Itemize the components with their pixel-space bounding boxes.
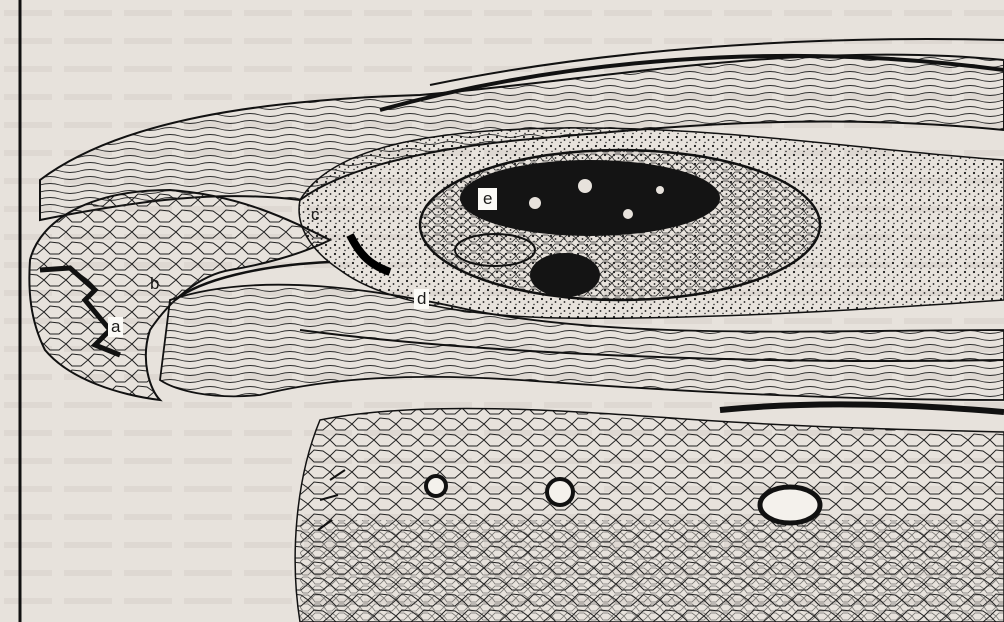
vessel-2 [547,479,573,505]
dark-lumen [460,160,720,236]
vessel-1 [426,476,446,496]
dark-nucleus [530,253,600,297]
vessel-3 [760,487,820,523]
